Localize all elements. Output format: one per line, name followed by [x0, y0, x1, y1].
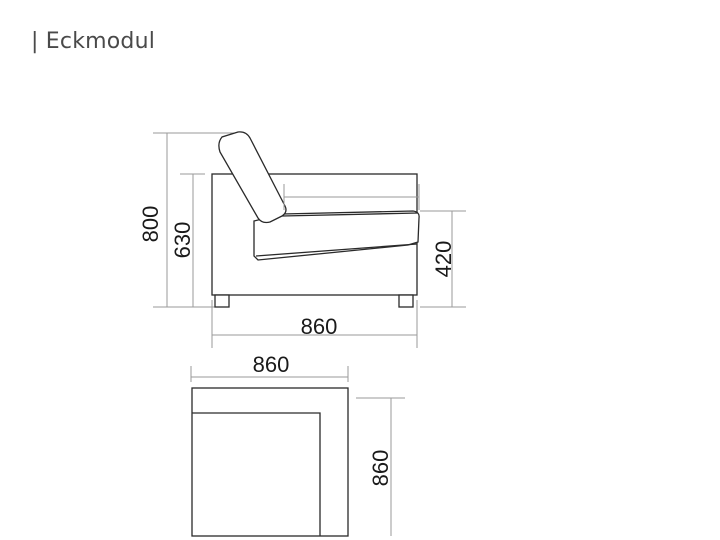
label-630: 630: [170, 222, 195, 259]
dimension-back-height: 630: [170, 173, 205, 307]
dimension-seat-height: 420: [420, 210, 466, 308]
dimension-width: 860: [190, 352, 349, 382]
back-cushion: [218, 131, 287, 224]
dimension-depth-top: 860: [356, 397, 405, 536]
label-420: 420: [431, 241, 456, 278]
dimension-total-height: 800: [138, 132, 245, 308]
seat-area-outline: [192, 412, 321, 536]
top-view: 860 860: [190, 352, 405, 537]
seat-cushion: [253, 210, 420, 261]
label-860-side: 860: [301, 314, 338, 339]
rear-foot: [398, 294, 414, 308]
front-foot: [214, 294, 230, 308]
dimension-depth: 860: [211, 300, 418, 348]
label-800: 800: [138, 206, 163, 243]
side-view: 800 630 420: [138, 131, 466, 348]
label-860-top-width: 860: [253, 352, 290, 377]
label-860-top-depth: 860: [368, 450, 393, 487]
page-title: | Eckmodul: [31, 29, 156, 54]
